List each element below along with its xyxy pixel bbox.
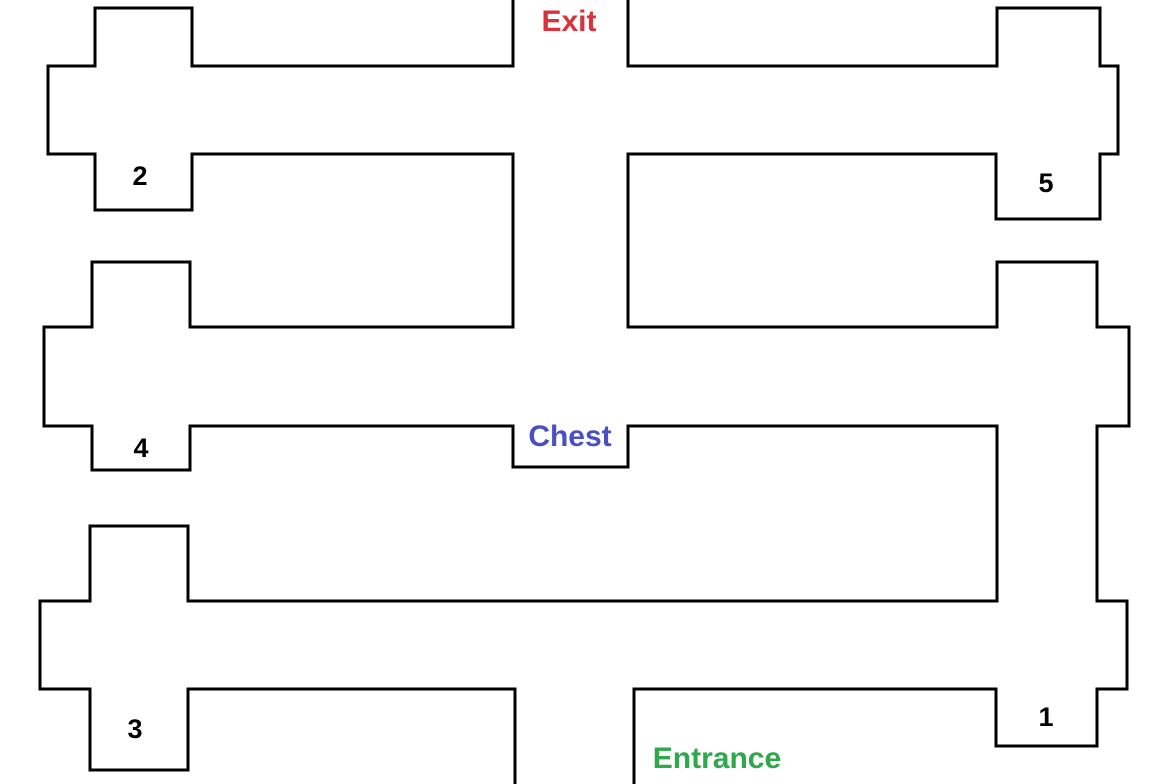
- top-corridor-walls: [38, 0, 1131, 784]
- room-number-5: 5: [1038, 168, 1053, 198]
- top-corridor-upper-wall-right: [626, 0, 1131, 784]
- exit-label: Exit: [541, 5, 596, 38]
- room-number-4: 4: [133, 433, 148, 463]
- chest-label: Chest: [528, 420, 611, 453]
- room-number-2: 2: [132, 161, 147, 191]
- top-corridor-upper-wall-left: [38, 0, 999, 784]
- room-number-1: 1: [1038, 702, 1053, 732]
- room-number-3: 3: [127, 714, 142, 744]
- entrance-label: Entrance: [653, 742, 781, 775]
